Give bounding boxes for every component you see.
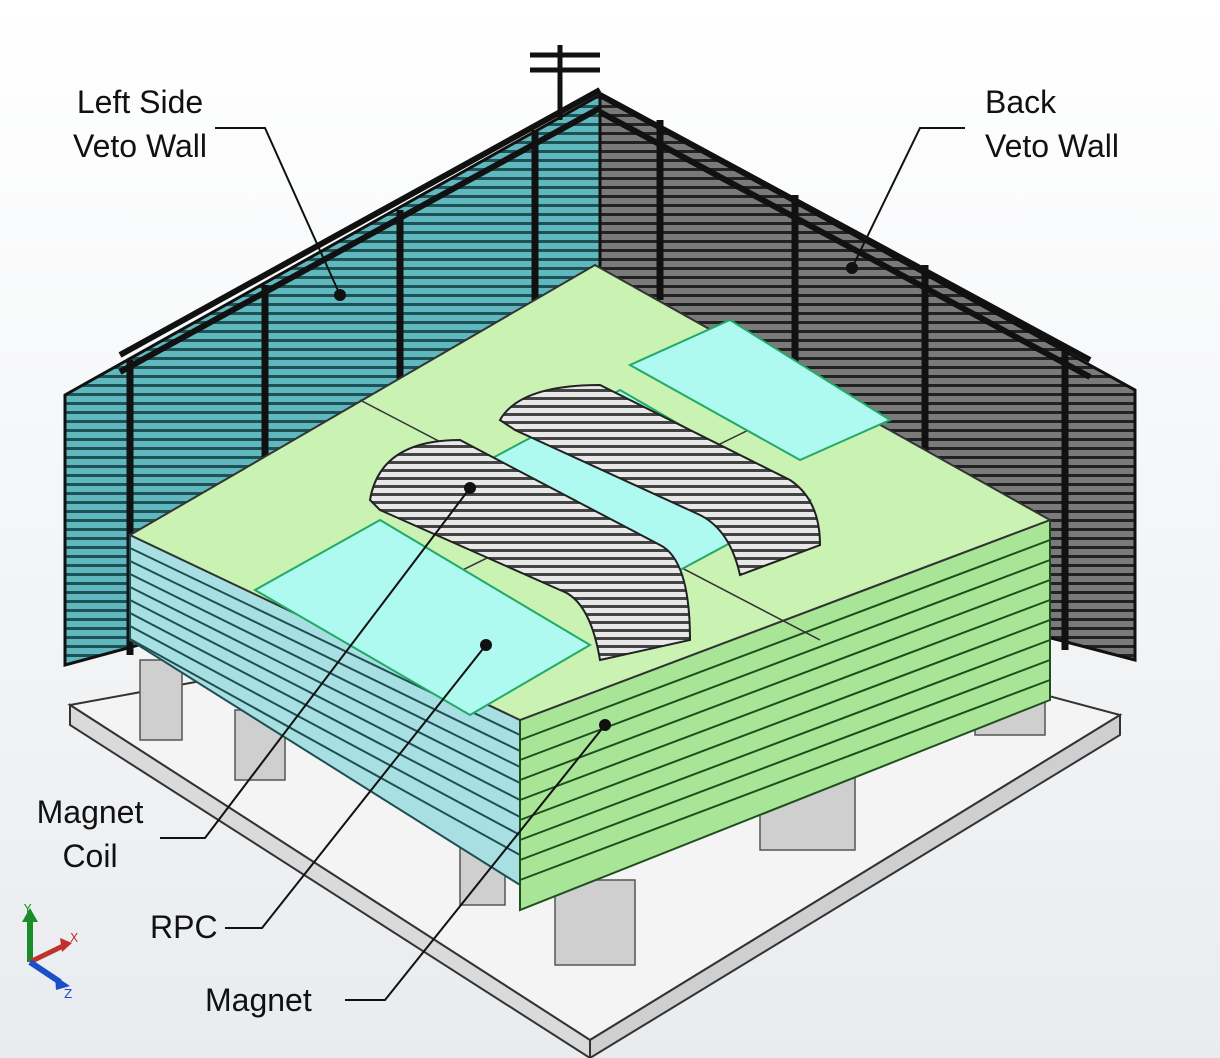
left-veto-wall-label: Left Side Veto Wall [55,80,225,168]
triad-x-label: X [70,931,78,945]
left-veto-wall-label-line1: Left Side [76,84,204,120]
back-veto-wall-label-line2: Veto Wall [985,128,1119,164]
leader-dots [334,262,858,731]
rpc-label: RPC [150,909,218,945]
left-veto-wall-label-line2: Veto Wall [73,128,207,164]
leader-lines [160,127,965,1001]
magnet-label: Magnet [205,982,312,1018]
coordinate-triad-icon: Y X Z [22,902,78,1001]
magnet-left-face [129,533,521,887]
magnet-coil-label-line1: Magnet [36,794,144,830]
magnet-coil-label: Magnet Coil [20,790,160,878]
back-veto-wall-label: Back Veto Wall [985,80,1165,168]
triad-y-label: Y [23,902,32,916]
triad-z-label: Z [64,987,72,1001]
back-veto-wall-label-line1: Back [985,84,1057,120]
magnet-coils [368,383,822,662]
magnet-coil-label-line2: Coil [62,838,118,874]
